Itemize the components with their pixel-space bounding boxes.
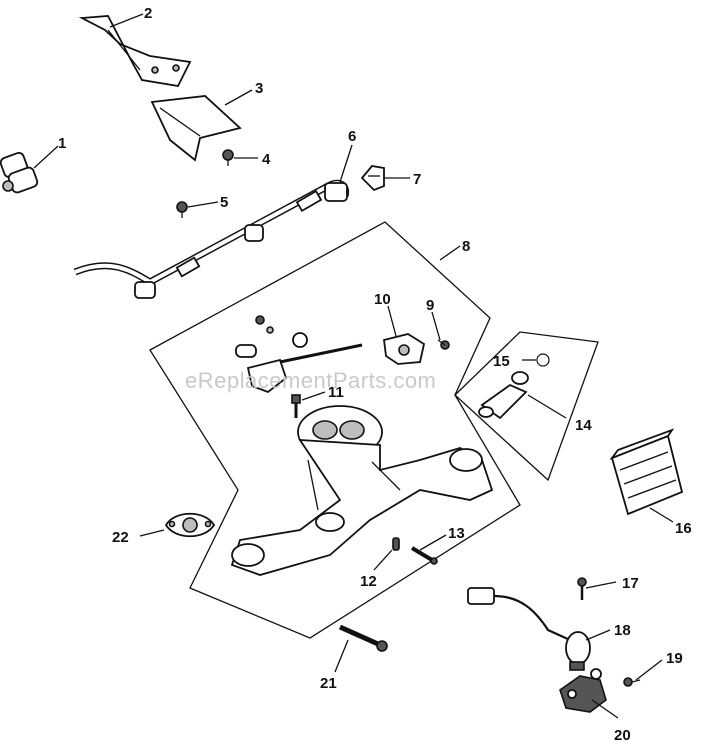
- callout-21: 21: [320, 675, 337, 692]
- part-screw-19: [623, 677, 641, 687]
- part-oring-15: [536, 353, 550, 367]
- part-fitting-1: [0, 152, 39, 194]
- callout-7: 7: [413, 171, 421, 188]
- callout-2: 2: [144, 5, 152, 22]
- callout-20: 20: [614, 727, 631, 744]
- callout-17: 17: [622, 575, 639, 592]
- part-intake-manifold: [230, 405, 494, 576]
- callout-13: 13: [448, 525, 465, 542]
- callout-9: 9: [426, 297, 434, 314]
- callout-19: 19: [666, 650, 683, 667]
- callout-12: 12: [360, 573, 377, 590]
- part-pin-12: [392, 537, 400, 551]
- part-gasket-22: [164, 512, 216, 538]
- part-fuel-rail-6: [73, 179, 350, 299]
- callout-10: 10: [374, 291, 391, 308]
- part-bracket-20: [559, 668, 607, 713]
- callout-11: 11: [328, 384, 344, 401]
- kit-outline-8: [149, 221, 521, 639]
- part-bracket-2: [78, 15, 192, 87]
- part-injector-14: [478, 371, 529, 420]
- part-bolt-13: [410, 546, 438, 565]
- part-bolt-11: [291, 394, 301, 418]
- part-screw-17: [577, 577, 587, 600]
- part-screw-9: [437, 339, 450, 350]
- callout-4: 4: [262, 151, 271, 168]
- callout-15: 15: [493, 353, 510, 370]
- part-ecu-16: [609, 428, 684, 516]
- part-bolt-21: [338, 624, 388, 652]
- leader-lines: [33, 13, 674, 719]
- kit-outline-14: [454, 331, 599, 482]
- part-clip-7: [360, 165, 385, 192]
- callout-16: 16: [675, 520, 692, 537]
- callout-5: 5: [220, 194, 228, 211]
- callout-3: 3: [255, 80, 263, 97]
- callout-18: 18: [614, 622, 631, 639]
- part-bolt-5: [176, 201, 188, 218]
- callout-6: 6: [348, 128, 356, 145]
- watermark: eReplacementParts.com: [185, 368, 436, 393]
- part-sensor-18: [467, 587, 591, 671]
- callout-14: 14: [575, 417, 592, 434]
- callout-8: 8: [462, 238, 470, 255]
- callout-1: 1: [58, 135, 66, 152]
- part-sensor-10: [383, 333, 426, 365]
- part-throttle-hardware: [235, 315, 363, 394]
- callout-22: 22: [112, 529, 129, 546]
- callout-labels: 1 2 3 4 5 6 7 8 9 10 11 12 13 14 15 16 1…: [58, 5, 692, 744]
- part-bolt-4: [222, 149, 234, 166]
- part-shield-3: [150, 95, 242, 162]
